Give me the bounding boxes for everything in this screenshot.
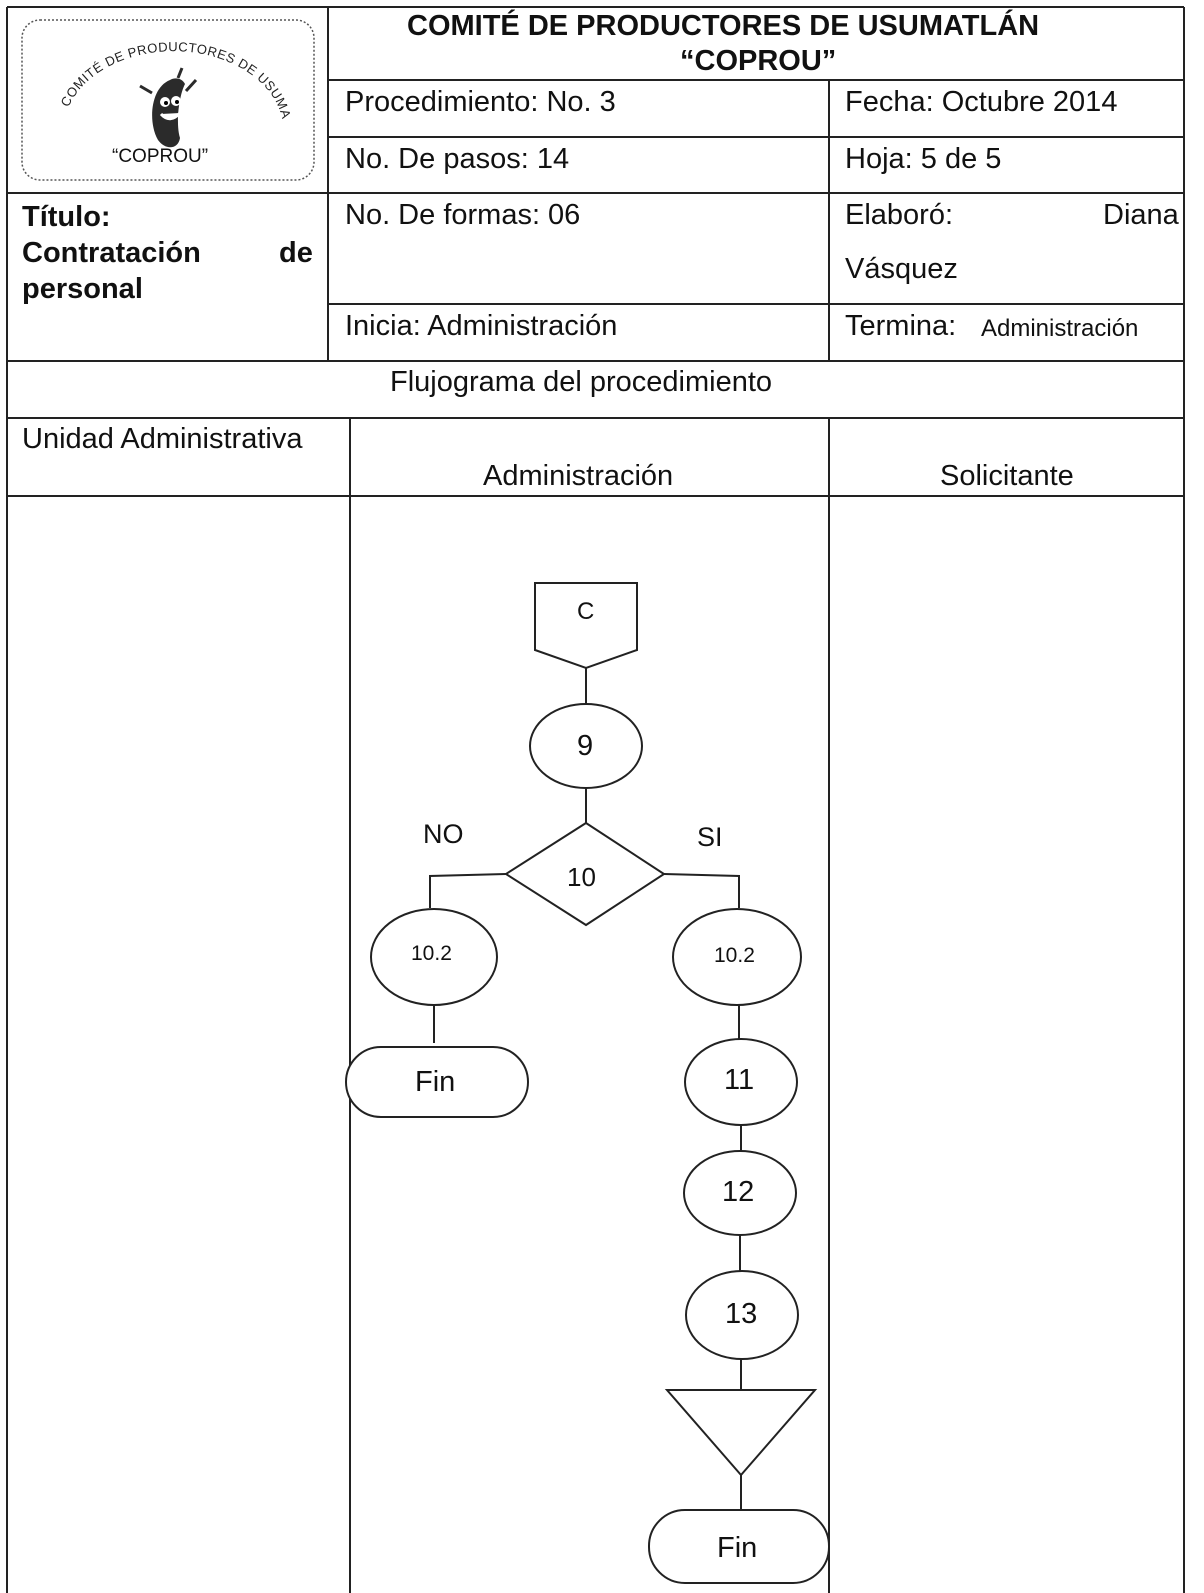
elaboro-name-first: Diana xyxy=(1103,199,1179,231)
step-13-label: 13 xyxy=(725,1298,758,1330)
titulo-word-2: de xyxy=(279,237,313,269)
coprou-logo: COMITÉ DE PRODUCTORES DE USUMATLÁN “COPR… xyxy=(15,6,316,182)
offpage-connector-shape xyxy=(534,582,638,670)
col-solicitante: Solicitante xyxy=(940,460,1074,492)
col-unidad-administrativa: Unidad Administrativa xyxy=(22,423,303,455)
end-right-shape xyxy=(648,1509,830,1584)
step-10-2-left-label: 10.2 xyxy=(411,942,452,965)
edge-no-branch xyxy=(429,873,507,908)
fecha-field: Fecha: Octubre 2014 xyxy=(845,86,1118,118)
branch-no-label: NO xyxy=(423,819,464,849)
banana-mascot-icon xyxy=(139,67,198,148)
pasos-field: No. De pasos: 14 xyxy=(345,143,570,175)
col-administracion: Administración xyxy=(483,460,674,492)
step-11-label: 11 xyxy=(724,1064,755,1096)
end-right-label: Fin xyxy=(717,1532,758,1564)
end-left-shape xyxy=(345,1046,529,1118)
termina-label: Termina: xyxy=(845,310,957,342)
decision-10-shape xyxy=(504,821,666,927)
step-9-label: 9 xyxy=(577,730,594,762)
step-10-2-right-label: 10.2 xyxy=(714,944,755,967)
archive-triangle-shape xyxy=(664,1389,818,1477)
org-title: COMITÉ DE PRODUCTORES DE USUMATLÁN xyxy=(407,10,1040,42)
step-12-label: 12 xyxy=(722,1176,755,1208)
org-acronym: “COPROU” xyxy=(680,45,837,77)
titulo-label: Título: xyxy=(22,201,111,233)
titulo-word-3: personal xyxy=(22,273,143,305)
edge-si-branch xyxy=(663,873,740,908)
elaboro-label: Elaboró: xyxy=(845,199,954,231)
elaboro-name-last: Vásquez xyxy=(845,253,958,285)
connector-label: C xyxy=(577,598,595,625)
decision-10-label: 10 xyxy=(567,862,596,892)
flow-section-title: Flujograma del procedimiento xyxy=(390,366,773,398)
branch-si-label: SI xyxy=(697,822,723,852)
formas-field: No. De formas: 06 xyxy=(345,199,581,231)
titulo-word-1: Contratación xyxy=(22,237,201,269)
step-10-2-right-shape xyxy=(672,908,802,1006)
termina-value: Administración xyxy=(981,315,1139,342)
end-left-label: Fin xyxy=(415,1066,456,1098)
inicia-field: Inicia: Administración xyxy=(345,310,618,342)
hoja-field: Hoja: 5 de 5 xyxy=(845,143,1002,175)
procedimiento-field: Procedimiento: No. 3 xyxy=(345,86,616,118)
logo-caption: “COPROU” xyxy=(112,146,209,167)
